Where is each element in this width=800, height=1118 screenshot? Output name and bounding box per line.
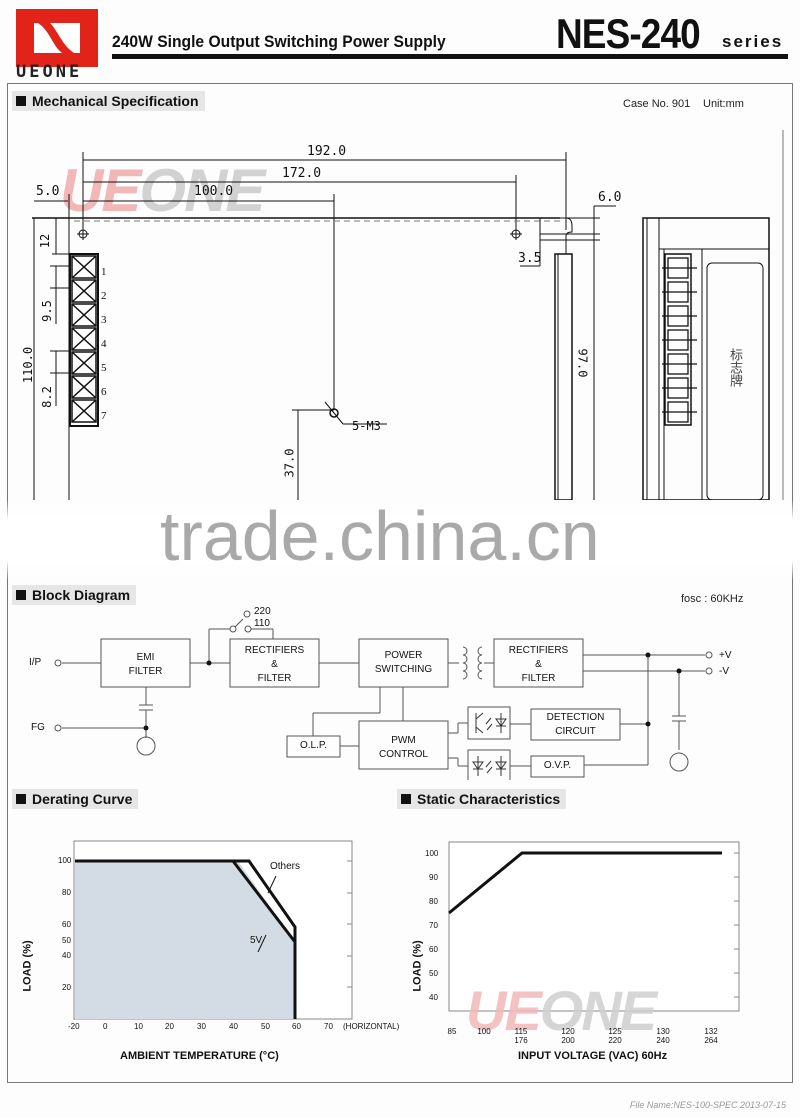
section-title: Block Diagram (32, 587, 131, 603)
derating-chart (73, 840, 353, 1020)
static-x-axis-label: INPUT VOLTAGE (VAC) 60Hz (518, 1050, 668, 1062)
case-number: Case No. 901 (623, 98, 691, 110)
ueone-logo-icon (16, 9, 98, 67)
derating-y-axis-label: LOAD (%) (21, 940, 34, 992)
screw-spec: 5-M3 (352, 419, 381, 433)
static-chart (448, 841, 740, 1012)
curve-label-5v: 5V (250, 935, 263, 946)
bullet-square-icon (16, 96, 26, 106)
block-ovp: O.V.P. (543, 760, 572, 771)
title-rule (112, 54, 788, 59)
bullet-square-icon (401, 794, 411, 804)
ueone-watermark-bottom: UEONE (466, 979, 657, 1042)
block-rectifiers-output: RECTIFIERS&FILTER (508, 645, 569, 684)
model-title: NES-240 (556, 10, 701, 57)
fosc-label: fosc : 60KHz (681, 593, 744, 605)
input-fg-label: FG (31, 722, 45, 733)
dim-3-5: 3.5 (518, 251, 542, 266)
block-rectifiers-input: RECTIFIERS&FILTER (244, 645, 305, 684)
dim-172: 172.0 (282, 166, 322, 181)
spec-frame (7, 83, 793, 1083)
dim-9-5: 9.5 (39, 300, 54, 322)
bullet-square-icon (16, 590, 26, 600)
static-y-axis-label: LOAD (%) (411, 940, 424, 992)
bullet-square-icon (16, 794, 26, 804)
dim-6: 6.0 (598, 190, 622, 205)
dim-37: 37.0 (282, 448, 297, 478)
switch-220-label: 220 (254, 606, 271, 617)
section-header-derating: Derating Curve (12, 789, 139, 809)
dim-192: 192.0 (307, 144, 347, 159)
file-name-footer: File Name:NES-100-SPEC 2013-07-15 (629, 1100, 786, 1110)
block-olp: O.L.P. (299, 740, 328, 751)
output-neg-label: -V (719, 666, 729, 677)
section-title: Derating Curve (32, 791, 133, 807)
unit-label: Unit:mm (703, 98, 744, 110)
dim-12: 12 (38, 233, 53, 249)
input-ip-label: I/P (29, 657, 42, 668)
transformer-icon (462, 646, 483, 680)
section-header-mechanical: Mechanical Specification (12, 91, 205, 111)
curve-label-others: Others (270, 861, 301, 872)
nameplate-label: 标志牌 (728, 348, 743, 387)
derating-x-axis-label: AMBIENT TEMPERATURE (°C) (120, 1050, 279, 1062)
terminal-numbers: 1 2 3 4 5 6 7 (101, 266, 107, 422)
section-title: Static Characteristics (417, 791, 561, 807)
brand-wordmark: UEONE (16, 62, 83, 82)
switch-110-label: 110 (254, 618, 270, 629)
mechanical-drawing (32, 130, 784, 500)
section-title: Mechanical Specification (32, 93, 199, 109)
optocoupler-icon (472, 712, 507, 776)
dim-110: 110.0 (21, 346, 36, 384)
block-diagram (54, 610, 713, 780)
product-subtitle: 240W Single Output Switching Power Suppl… (112, 32, 446, 51)
dim-97: 97.0 (575, 348, 590, 378)
section-header-block-diagram: Block Diagram (12, 585, 137, 605)
output-pos-label: +V (719, 650, 732, 661)
dim-5: 5.0 (36, 184, 60, 199)
dim-100: 100.0 (194, 184, 234, 199)
series-label: series (722, 32, 784, 51)
ueone-watermark: UEONE (60, 157, 265, 224)
section-header-static: Static Characteristics (397, 789, 567, 809)
terminal-1 (71, 255, 97, 279)
trade-watermark: trade.china.cn (160, 497, 600, 575)
dim-8-2: 8.2 (39, 386, 54, 408)
watermark-band (0, 500, 800, 580)
